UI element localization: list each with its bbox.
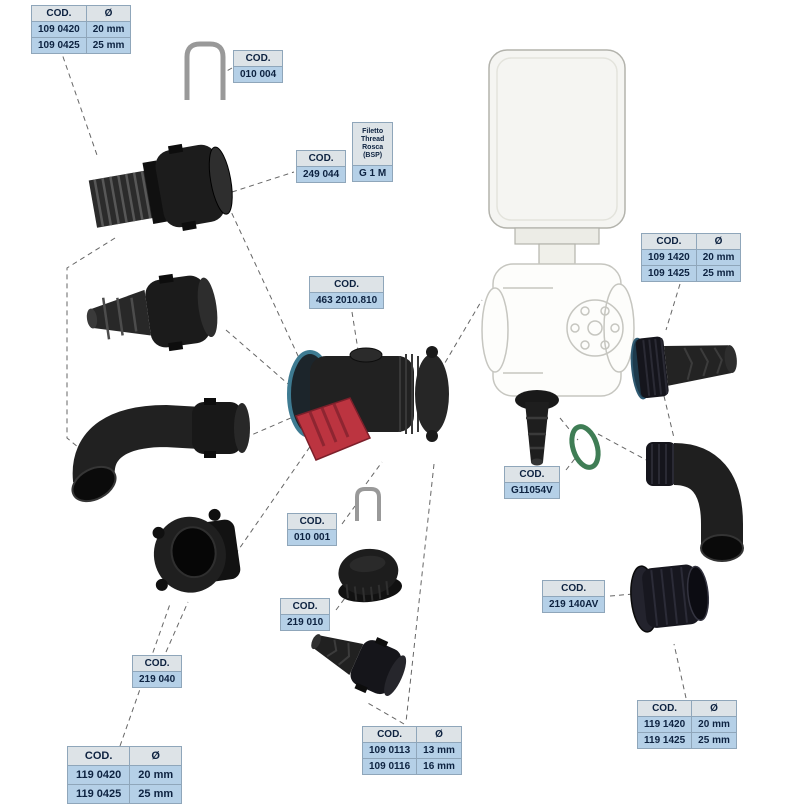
locknut-illustration [152,508,241,593]
code-cell: 119 1425 [636,732,693,749]
diameter-header-cell: Ø [416,726,462,743]
diameter-header-cell: Ø [129,746,183,766]
elbow-fitting-right-illustration [646,442,744,562]
part-code: 219 040 [132,672,183,688]
part-code: 463 2010.810 [309,293,385,309]
size-cell: 20 mm [85,21,132,38]
cod-header-cell: COD. [636,700,693,717]
hose-barb-fitting-illustration [86,273,218,352]
cod-header-cell: COD. [31,5,87,22]
cap-illustration [338,548,402,603]
parts-table-bottom-right: COD. Ø 119 1420 20 mm 119 1425 25 mm [636,700,737,749]
actuator-assembly-illustration [481,49,635,466]
code-cell: 109 0116 [361,758,418,775]
thread-spec-line: (BSP) [363,152,383,159]
retaining-clip-large-illustration [184,41,226,100]
size-cell: 25 mm [129,784,183,804]
callout-adapter: COD. 219 140AV [542,580,606,613]
diameter-header-cell: Ø [691,700,737,717]
code-cell: 109 0420 [31,21,87,38]
cod-label: COD. [287,513,338,530]
adapter-illustration [630,564,710,633]
part-code: 010 001 [287,530,338,546]
cod-label: COD. [296,150,347,167]
callout-clip-large: COD. 010 004 [233,50,284,83]
part-code: 249 044 [296,167,347,183]
cod-label: COD. [233,50,284,67]
callout-valve-body: COD. 463 2010.810 [309,276,385,309]
code-cell: 109 1425 [641,265,697,282]
code-cell: 119 0420 [66,765,131,785]
size-cell: 25 mm [691,732,737,749]
thread-spec-line: Rosca [362,144,384,151]
straight-barb-right-illustration [630,336,737,400]
parts-table-top-left: COD. Ø 109 0420 20 mm 109 0425 25 mm [31,5,132,54]
size-cell: 16 mm [416,758,462,775]
parts-table-bottom-center: COD. Ø 109 0113 13 mm 109 0116 16 mm [361,726,462,775]
thread-size-value: G 1 M [352,166,394,182]
size-cell: 20 mm [695,249,742,266]
cod-header-cell: COD. [361,726,418,743]
code-cell: 119 1420 [636,716,693,733]
diameter-header-cell: Ø [695,233,742,250]
part-code: 219 140AV [542,597,606,613]
thread-spec-line: Filetto [362,128,384,135]
cod-header-cell: COD. [66,746,131,766]
size-cell: 13 mm [416,742,462,759]
callout-thread-fitting: COD. 249 044 [296,150,347,183]
size-cell: 25 mm [695,265,742,282]
callout-thread-spec: Filetto Thread Rosca (BSP) G 1 M [352,122,394,182]
part-code: G11054V [504,483,560,499]
part-code: 010 004 [233,67,284,83]
code-cell: 119 0425 [66,784,131,804]
cod-label: COD. [280,598,331,615]
size-cell: 25 mm [85,37,132,54]
thread-spec-header: Filetto Thread Rosca (BSP) [352,122,394,166]
code-cell: 109 0425 [31,37,87,54]
size-cell: 20 mm [691,716,737,733]
cod-label: COD. [309,276,385,293]
oring-illustration [569,424,601,470]
callout-cap: COD. 219 010 [280,598,331,631]
callout-clip-small: COD. 010 001 [287,513,338,546]
callout-oring: COD. G11054V [504,466,560,499]
cod-label: COD. [132,655,183,672]
elbow-fitting-left-illustration [71,398,250,503]
code-cell: 109 0113 [361,742,418,759]
part-code: 219 010 [280,615,331,631]
ghost-valve-outline [481,263,635,397]
cod-label: COD. [542,580,606,597]
retaining-clip-small-illustration [355,487,381,521]
threaded-fitting-illustration [88,143,233,231]
parts-table-bottom-left: COD. Ø 119 0420 20 mm 119 0425 25 mm [66,746,183,804]
parts-table-mid-right: COD. Ø 109 1420 20 mm 109 1425 25 mm [641,233,742,282]
callout-locknut: COD. 219 040 [132,655,183,688]
diameter-header-cell: Ø [85,5,132,22]
thread-spec-line: Thread [360,136,385,143]
small-barb-illustration [311,634,407,696]
cod-label: COD. [504,466,560,483]
code-cell: 109 1420 [641,249,697,266]
valve-body-illustration [287,346,449,461]
size-cell: 20 mm [129,765,183,785]
cod-header-cell: COD. [641,233,697,250]
